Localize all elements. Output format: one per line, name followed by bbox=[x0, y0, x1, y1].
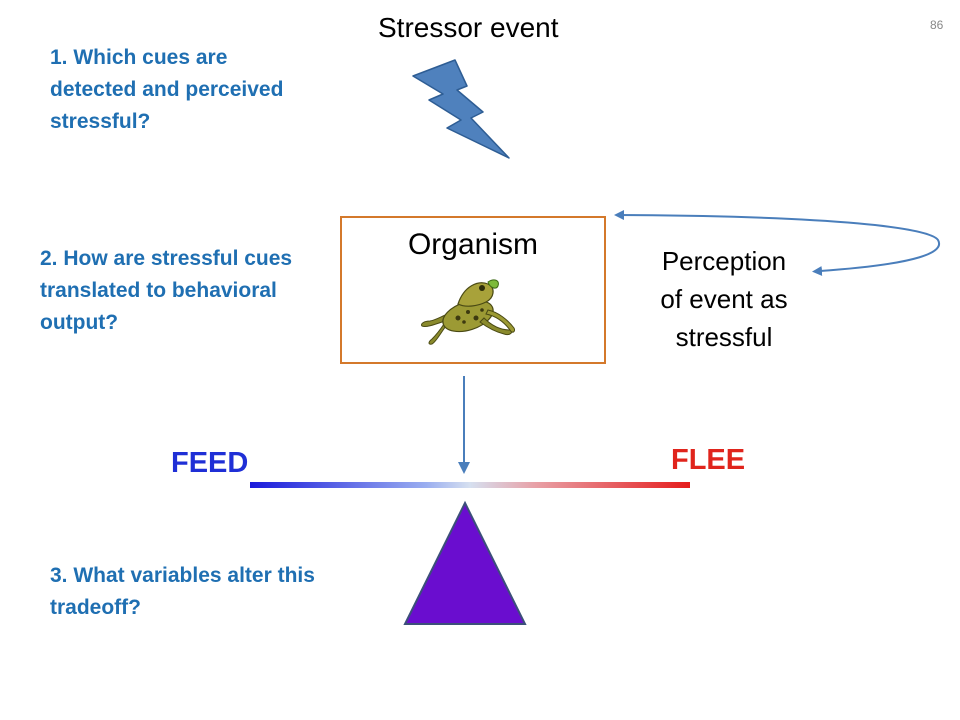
perception-line: Perception bbox=[661, 246, 787, 276]
feedback-arrow bbox=[614, 210, 941, 276]
down-arrow bbox=[458, 376, 470, 474]
fulcrum-triangle bbox=[403, 500, 527, 625]
perception-text: Perception of event as stressful bbox=[630, 242, 818, 356]
question-3-line: 3. What variables alter this bbox=[50, 564, 315, 587]
question-1: 1. Which cues are detected and perceived… bbox=[50, 42, 283, 138]
frog-icon bbox=[421, 279, 515, 345]
perception-line: of event as bbox=[660, 284, 788, 314]
question-1-line: 1. Which cues are bbox=[50, 46, 228, 69]
flee-label: FLEE bbox=[671, 444, 746, 476]
question-1-line: detected and perceived bbox=[50, 78, 284, 101]
tradeoff-beam bbox=[250, 482, 690, 488]
question-3-line: tradeoff? bbox=[50, 596, 141, 619]
question-1-line: stressful? bbox=[50, 110, 151, 133]
question-3: 3. What variables alter this tradeoff? bbox=[50, 560, 315, 624]
organism-label: Organism bbox=[407, 228, 539, 261]
question-2-line: 2. How are stressful cues bbox=[40, 247, 293, 270]
question-2-line: output? bbox=[40, 311, 119, 334]
perception-line: stressful bbox=[675, 322, 773, 352]
stressor-event-title: Stressor event bbox=[378, 12, 559, 43]
question-2-line: translated to behavioral bbox=[40, 279, 277, 302]
lightning-bolt-icon bbox=[412, 59, 510, 159]
slide-number: 86 bbox=[930, 18, 944, 32]
organism-box: Organism bbox=[340, 216, 606, 364]
feed-label: FEED bbox=[171, 447, 249, 479]
question-2: 2. How are stressful cues translated to … bbox=[40, 243, 292, 339]
